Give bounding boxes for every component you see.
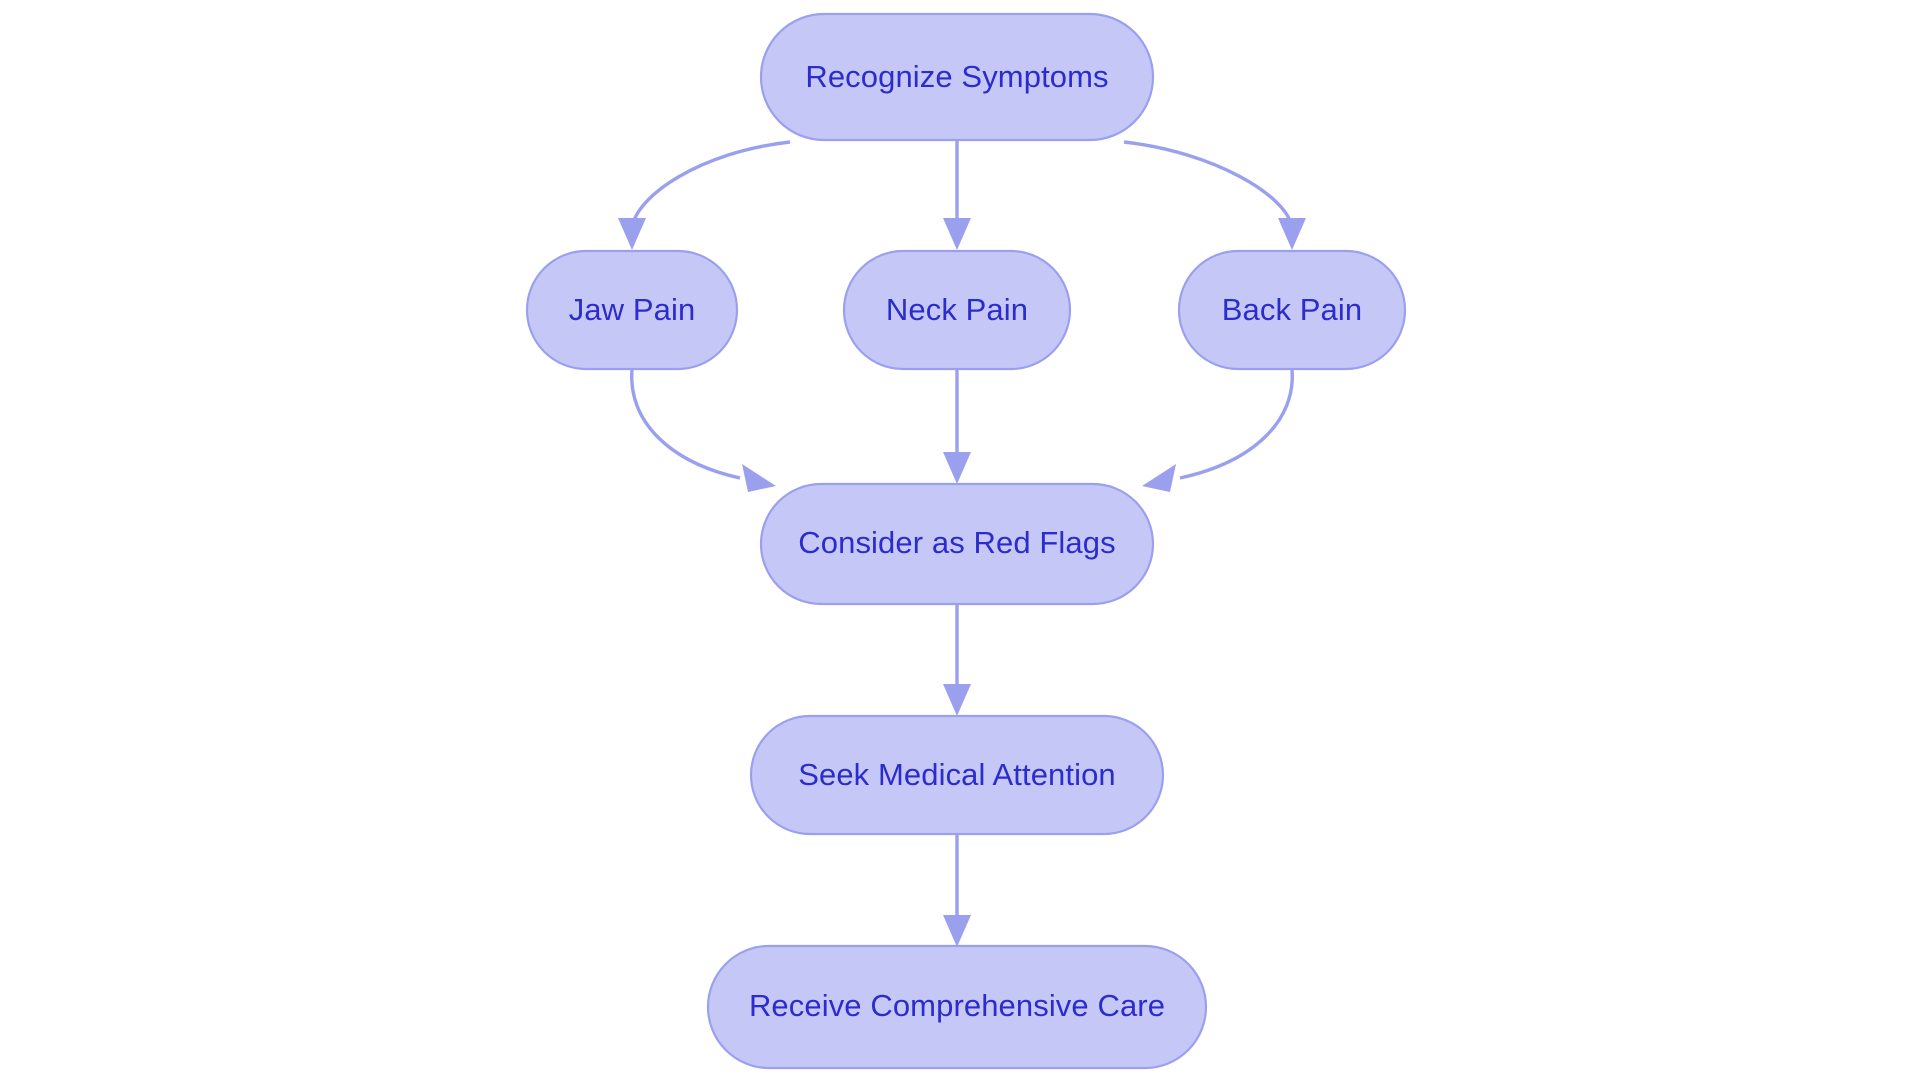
node-back-pain-label: Back Pain	[1222, 292, 1362, 327]
node-neck-pain[interactable]: Neck Pain	[842, 249, 1072, 371]
node-recognize-symptoms-shape[interactable]	[759, 12, 1155, 142]
edge-recognize-back	[1123, 140, 1306, 250]
edge-back-redflags-line	[1179, 369, 1294, 480]
edge-back-redflags	[1142, 369, 1294, 492]
node-back-pain[interactable]: Back Pain	[1177, 249, 1407, 371]
edge-seek-care	[943, 834, 971, 947]
node-recognize-symptoms[interactable]: Recognize Symptoms	[759, 12, 1155, 142]
node-neck-pain-label: Neck Pain	[886, 292, 1028, 327]
node-seek-medical-attention-shape[interactable]	[749, 714, 1165, 836]
node-consider-as-red-flags[interactable]: Consider as Red Flags	[759, 482, 1155, 606]
node-jaw-pain-label: Jaw Pain	[569, 292, 696, 327]
node-seek-medical-attention-label: Seek Medical Attention	[798, 757, 1116, 792]
edge-recognize-jaw-line	[630, 140, 791, 229]
edge-recognize-neck	[943, 140, 971, 250]
edge-seek-care-arrowhead	[943, 915, 971, 947]
edge-jaw-redflags	[630, 369, 776, 492]
edge-back-redflags-arrowhead	[1142, 464, 1176, 492]
node-seek-medical-attention[interactable]: Seek Medical Attention	[749, 714, 1165, 836]
node-jaw-pain-shape[interactable]	[525, 249, 739, 371]
edge-jaw-redflags-arrowhead	[742, 464, 776, 492]
edge-neck-redflags	[943, 370, 971, 484]
node-consider-as-red-flags-label: Consider as Red Flags	[798, 525, 1115, 560]
node-receive-comprehensive-care-shape[interactable]	[706, 944, 1208, 1070]
edge-recognize-back-arrowhead	[1278, 218, 1306, 250]
edge-recognize-back-line	[1123, 140, 1294, 229]
node-recognize-symptoms-label: Recognize Symptoms	[805, 59, 1108, 94]
node-receive-comprehensive-care-label: Receive Comprehensive Care	[749, 988, 1165, 1023]
edge-redflags-seek	[943, 604, 971, 716]
edge-jaw-redflags-line	[630, 369, 741, 480]
node-jaw-pain[interactable]: Jaw Pain	[525, 249, 739, 371]
edge-recognize-jaw	[618, 140, 791, 250]
edge-layer	[618, 140, 1306, 947]
node-receive-comprehensive-care[interactable]: Receive Comprehensive Care	[706, 944, 1208, 1070]
node-layer: Recognize Symptoms Jaw Pain Neck Pain Ba…	[525, 12, 1407, 1070]
edge-redflags-seek-arrowhead	[943, 684, 971, 716]
edge-neck-redflags-arrowhead	[943, 452, 971, 484]
edge-recognize-neck-arrowhead	[943, 218, 971, 250]
node-consider-as-red-flags-shape[interactable]	[759, 482, 1155, 606]
edge-recognize-jaw-arrowhead	[618, 218, 646, 250]
node-back-pain-shape[interactable]	[1177, 249, 1407, 371]
node-neck-pain-shape[interactable]	[842, 249, 1072, 371]
